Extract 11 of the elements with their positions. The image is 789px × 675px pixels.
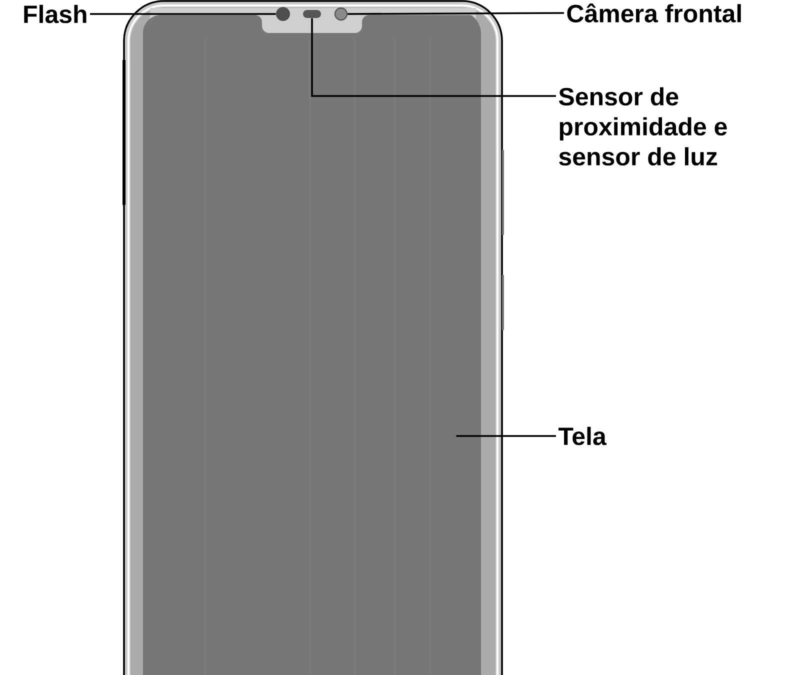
callout-label: Câmera frontal: [567, 4, 741, 22]
leader-line: [90, 13, 276, 15]
leader-line: [456, 435, 556, 437]
callout-label: Tela: [558, 426, 607, 446]
flash-dot: [276, 7, 290, 21]
callout-label: Sensor de proximidade e sensor de luz: [558, 87, 727, 166]
callout-label: Flash: [24, 4, 86, 24]
camera-lens: [334, 7, 348, 21]
leader-line: [311, 18, 556, 97]
leader-line: [348, 12, 564, 15]
screen: [143, 15, 481, 675]
